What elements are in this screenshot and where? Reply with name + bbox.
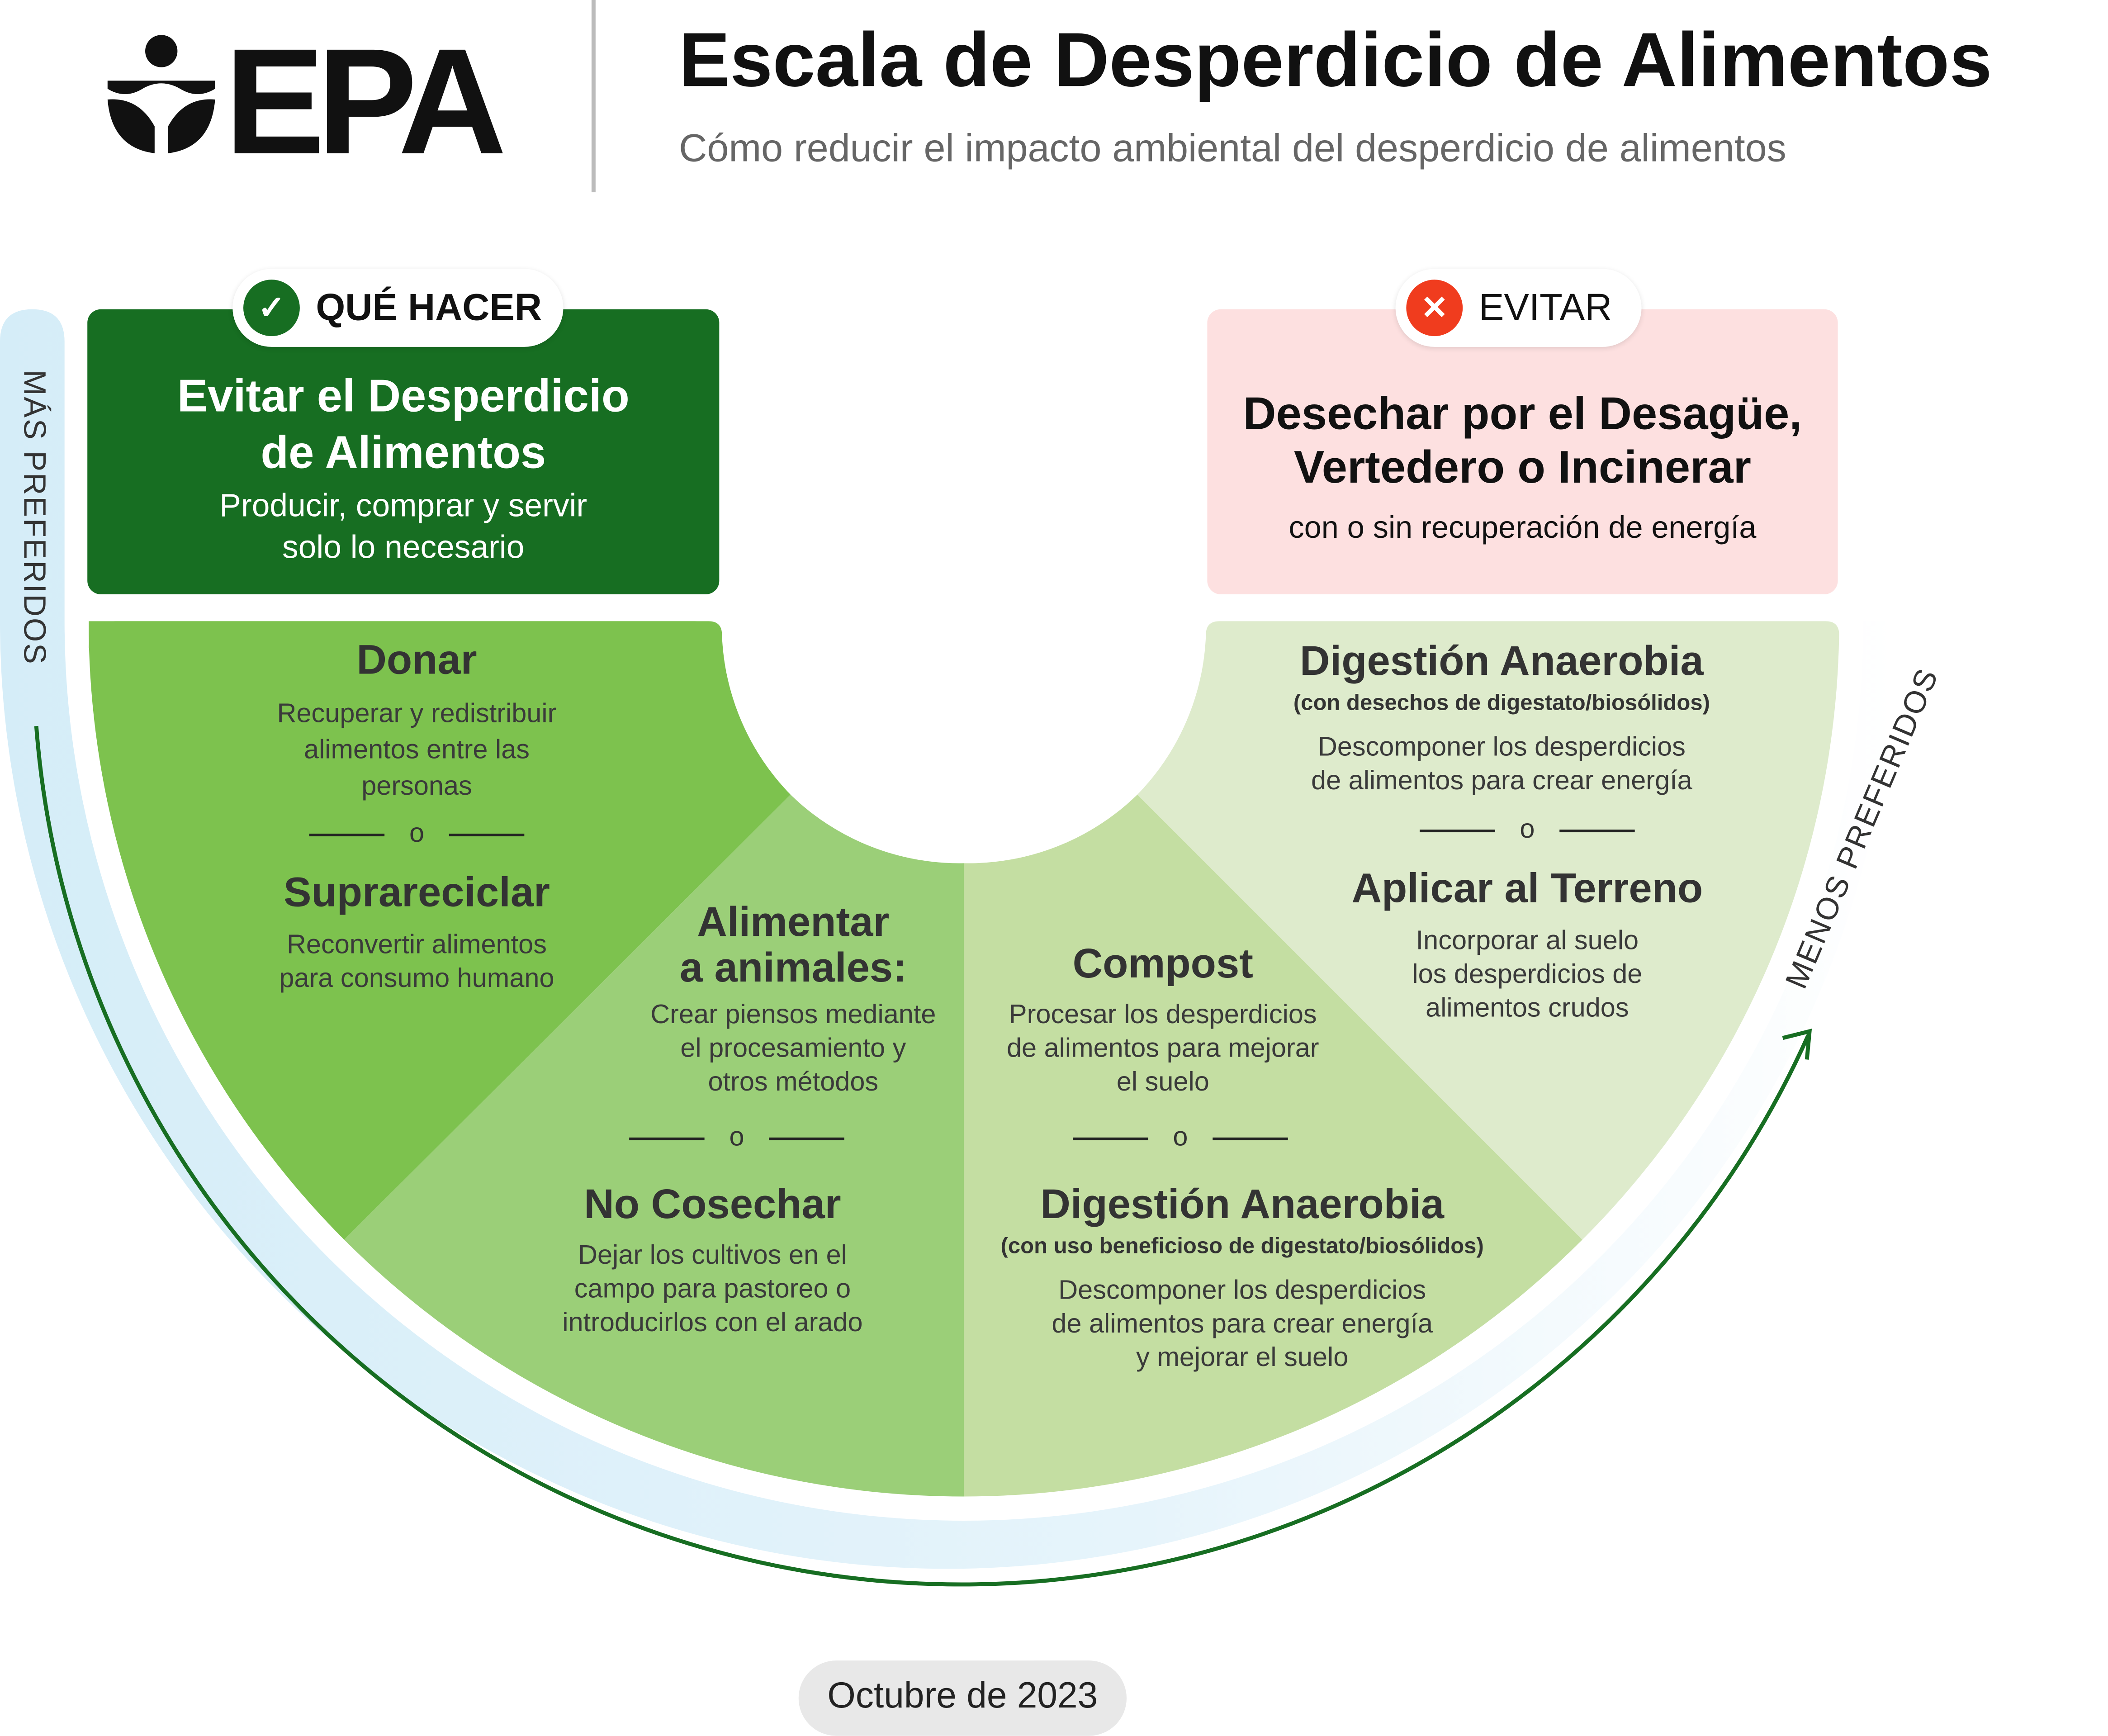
header-divider xyxy=(591,0,596,193)
check-icon: ✓ xyxy=(243,280,300,337)
or-separator: o xyxy=(535,1123,938,1153)
avoid-title: Desechar por el Desagüe, Vertedero o Inc… xyxy=(1207,387,1838,495)
anaerobic-beneficial-subtitle: (con uso beneficioso de digestato/biosól… xyxy=(1000,1234,1484,1259)
sector-digestion xyxy=(1137,621,1839,1240)
more-preferred-label: MÁS PREFERIDOS xyxy=(17,370,52,665)
page-subtitle: Cómo reducir el impacto ambiental del de… xyxy=(679,128,1786,171)
desc-line: Procesar los desperdicios xyxy=(1009,1000,1317,1030)
logo-text: EPA xyxy=(224,29,504,158)
desc-line: de alimentos para crear energía xyxy=(1311,766,1692,796)
avoid-title-line: Desechar por el Desagüe, xyxy=(1243,389,1802,440)
do-desc: Producir, comprar y servir solo lo neces… xyxy=(87,485,719,569)
avoid-title-line: Vertedero o Incinerar xyxy=(1293,442,1751,493)
desc-line: el procesamiento y xyxy=(680,1034,906,1064)
desc-line: Descomponer los desperdicios xyxy=(1058,1276,1426,1306)
desc-line: Reconvertir alimentos xyxy=(286,930,547,960)
desc-line: el suelo xyxy=(1116,1067,1209,1097)
land-application-desc: Incorporar al suelo los desperdicios de … xyxy=(1258,925,1796,1026)
desc-line: Crear piensos mediante xyxy=(650,1000,936,1030)
or-label: o xyxy=(409,819,425,849)
sector-top-round-left xyxy=(89,621,722,648)
do-title-line: Evitar el Desperdicio xyxy=(177,371,630,422)
no-harvest-title: No Cosechar xyxy=(584,1180,841,1228)
desc-line: Recuperar y redistribuir xyxy=(277,699,557,729)
anaerobic-disposal-subtitle: (con desechos de digestato/biosólidos) xyxy=(1293,691,1710,716)
or-label: o xyxy=(1520,815,1535,844)
desc-line: introducirlos con el arado xyxy=(562,1308,863,1338)
anaerobic-disposal-title: Digestión Anaerobia xyxy=(1300,637,1704,685)
desc-line: personas xyxy=(361,772,472,802)
title-line: a animales: xyxy=(679,944,907,991)
desc-line: de alimentos para crear energía xyxy=(1052,1309,1433,1339)
epa-logo: EPA xyxy=(107,29,504,159)
desc-line: Incorporar al suelo xyxy=(1416,926,1639,956)
donate-title: Donar xyxy=(356,636,477,683)
compost-title: Compost xyxy=(1072,939,1253,987)
avoid-badge-label: EVITAR xyxy=(1478,286,1612,328)
land-application-title: Aplicar al Terreno xyxy=(1351,864,1703,912)
sector-donate xyxy=(89,621,964,1240)
do-desc-line: Producir, comprar y servir xyxy=(219,488,587,525)
upcycle-title: Suprareciclar xyxy=(283,868,550,916)
desc-line: de alimentos para mejorar xyxy=(1006,1034,1319,1064)
or-label: o xyxy=(1173,1123,1188,1153)
donate-desc: Recuperar y redistribuir alimentos entre… xyxy=(215,697,619,806)
arrow-head-icon xyxy=(1782,1029,1812,1060)
sector-animals xyxy=(344,794,964,1497)
desc-line: y mejorar el suelo xyxy=(1136,1343,1349,1373)
feed-animals-desc: Crear piensos mediante el procesamiento … xyxy=(592,999,995,1100)
desc-line: alimentos entre las xyxy=(303,735,530,765)
page-title: Escala de Desperdicio de Alimentos xyxy=(679,17,1992,104)
do-desc-line: solo lo necesario xyxy=(282,530,525,566)
compost-desc: Procesar los desperdicios de alimentos p… xyxy=(961,999,1364,1100)
do-badge: ✓ QUÉ HACER xyxy=(232,269,564,347)
title-line: Alimentar xyxy=(697,898,890,945)
or-separator: o xyxy=(979,1123,1382,1153)
desc-line: los desperdicios de xyxy=(1412,960,1643,990)
anaerobic-disposal-desc: Descomponer los desperdicios de alimento… xyxy=(1233,731,1771,799)
feed-animals-title: Alimentar a animales: xyxy=(592,898,995,991)
anaerobic-beneficial-desc: Descomponer los desperdicios de alimento… xyxy=(973,1275,1511,1376)
preference-arrow-line xyxy=(34,726,1810,1587)
sector-compost xyxy=(964,794,1582,1497)
do-box xyxy=(87,309,720,594)
x-icon: ✕ xyxy=(1406,280,1463,337)
or-separator: o xyxy=(215,819,619,849)
avoid-desc: con o sin recuperación de energía xyxy=(1288,509,1757,545)
desc-line: alimentos crudos xyxy=(1426,993,1629,1024)
or-separator: o xyxy=(1326,815,1729,845)
or-label: o xyxy=(729,1123,744,1153)
desc-line: campo para pastoreo o xyxy=(574,1275,851,1304)
upcycle-desc: Reconvertir alimentos para consumo human… xyxy=(148,929,686,996)
desc-line: otros métodos xyxy=(708,1067,879,1097)
desc-line: Dejar los cultivos en el xyxy=(578,1241,847,1271)
desc-line: para consumo humano xyxy=(279,964,554,994)
do-title-line: de Alimentos xyxy=(261,427,546,479)
avoid-badge: ✕ EVITAR xyxy=(1395,269,1642,347)
no-harvest-desc: Dejar los cultivos en el campo para past… xyxy=(511,1240,914,1341)
do-badge-label: QUÉ HACER xyxy=(316,286,542,328)
date-badge: Octubre de 2023 xyxy=(798,1660,1127,1736)
anaerobic-beneficial-title: Digestión Anaerobia xyxy=(1040,1180,1444,1228)
do-title: Evitar el Desperdicio de Alimentos xyxy=(87,368,719,481)
desc-line: Descomponer los desperdicios xyxy=(1317,733,1686,763)
avoid-box xyxy=(1207,309,1838,594)
